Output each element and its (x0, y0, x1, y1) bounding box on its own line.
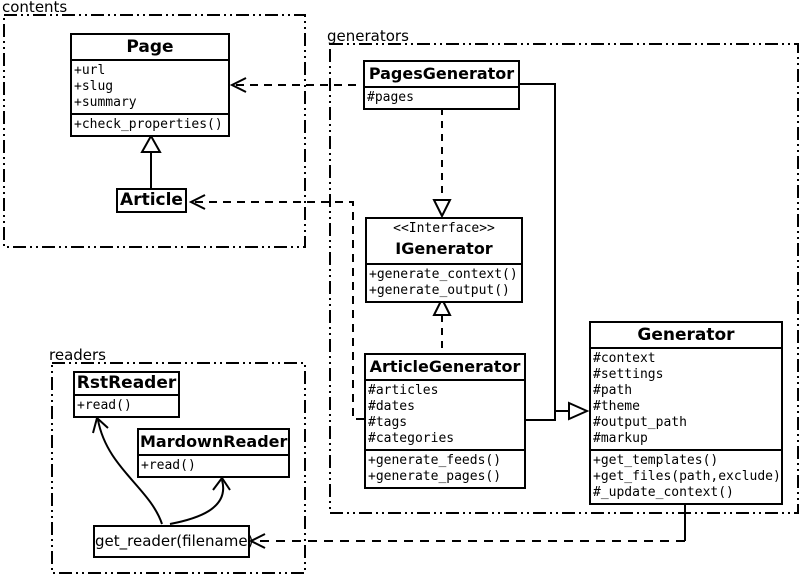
realization-arrow-articlegenerator-to-igenerator (432, 296, 452, 353)
class-box-pagesgenerator: PagesGenerator #pages (363, 60, 520, 110)
class-name-page: Page (126, 37, 174, 57)
call-arrow-getreader-to-mardownreader (169, 476, 231, 525)
attribute: #context (593, 351, 656, 366)
class-title-igenerator: <<Interface>> IGenerator (367, 219, 521, 263)
attribute: #tags (368, 415, 408, 430)
package-border-readers (51, 362, 306, 574)
class-box-page: Page +url +slug +summary +check_properti… (70, 33, 230, 137)
class-attributes-pagesgenerator: #pages (365, 86, 518, 108)
method: +get_templates() (593, 453, 719, 468)
method: +check_properties() (74, 117, 223, 132)
dependency-arrow-generator-to-getreader (248, 503, 686, 549)
method: +generate_feeds() (368, 453, 502, 468)
dependency-arrow-pagesgenerator-to-page (229, 77, 362, 93)
class-box-articlegenerator: ArticleGenerator #articles #dates #tags … (364, 353, 526, 489)
call-arrow-getreader-to-rstreader (92, 416, 163, 525)
class-box-generator: Generator #context #settings #path #them… (589, 321, 783, 505)
package-border-generators (329, 43, 799, 514)
class-methods-igenerator: +generate_context() +generate_output() (367, 263, 521, 301)
method: +get_files(path,exclude) (593, 469, 781, 484)
class-name-igenerator: IGenerator (395, 239, 493, 258)
method: +generate_pages() (368, 469, 502, 484)
class-attributes-articlegenerator: #articles #dates #tags #categories (366, 379, 524, 449)
class-methods-rstreader: +read() (75, 394, 178, 416)
attribute: #pages (367, 90, 414, 105)
class-name-article: Article (120, 190, 183, 210)
class-methods-generator: +get_templates() +get_files(path,exclude… (591, 449, 781, 503)
attribute: #dates (368, 399, 415, 414)
attribute: +slug (74, 79, 114, 94)
attribute: #path (593, 383, 633, 398)
class-attributes-generator: #context #settings #path #theme #output_… (591, 347, 781, 449)
class-methods-mardownreader: +read() (139, 454, 288, 476)
attribute: +url (74, 63, 106, 78)
function-box-get-reader: get_reader(filename) (93, 525, 253, 558)
inheritance-arrow-article-to-page (140, 133, 162, 188)
method: +generate_output() (369, 283, 510, 298)
realization-arrow-pagesgenerator-to-igenerator (432, 108, 452, 219)
class-name-rstreader: RstReader (76, 373, 177, 393)
dependency-arrow-articlegenerator-to-article (188, 194, 364, 420)
attribute: #categories (368, 431, 455, 446)
class-name-articlegenerator: ArticleGenerator (369, 357, 521, 376)
stereotype-interface: <<Interface>> (393, 221, 495, 236)
method: +generate_context() (369, 267, 518, 282)
class-box-mardownreader: MardownReader +read() (137, 428, 290, 478)
class-name-pagesgenerator: PagesGenerator (368, 64, 515, 83)
attribute: +summary (74, 95, 137, 110)
attribute: #settings (593, 367, 664, 382)
class-name-generator: Generator (637, 325, 735, 345)
class-attributes-page: +url +slug +summary (72, 59, 228, 113)
attribute: #theme (593, 399, 640, 414)
class-box-rstreader: RstReader +read() (73, 371, 180, 418)
package-label-generators: generators (327, 27, 409, 45)
class-methods-articlegenerator: +generate_feeds() +generate_pages() (366, 449, 524, 487)
method: +read() (77, 398, 132, 413)
method: #_update_context() (593, 485, 734, 500)
attribute: #output_path (593, 415, 687, 430)
package-label-contents: contents (2, 0, 68, 16)
class-methods-page: +check_properties() (72, 113, 228, 135)
class-box-article: Article (116, 188, 187, 213)
attribute: #articles (368, 383, 439, 398)
attribute: #markup (593, 431, 648, 446)
package-border-contents (3, 14, 306, 248)
class-box-igenerator: <<Interface>> IGenerator +generate_conte… (365, 217, 523, 303)
class-name-mardownreader: MardownReader (140, 432, 288, 451)
package-label-readers: readers (49, 346, 106, 364)
inheritance-arrow-generators-to-generator (520, 83, 590, 421)
method: +read() (141, 458, 196, 473)
